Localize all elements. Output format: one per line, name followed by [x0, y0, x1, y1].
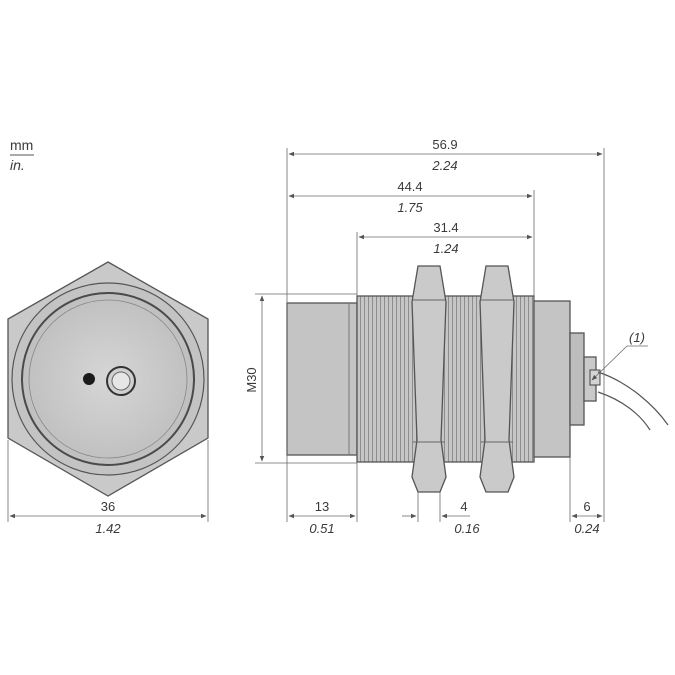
led-indicator-dot [83, 373, 95, 385]
unit-in-label: in. [10, 157, 25, 173]
units-legend: mm in. [10, 137, 34, 173]
cable-upper-edge [597, 371, 669, 426]
unit-mm-label: mm [10, 137, 33, 153]
rear-body [533, 300, 571, 458]
across-flats-mm: 36 [101, 499, 115, 514]
body-length-in: 1.75 [397, 200, 423, 215]
cable-lower-edge [597, 391, 651, 431]
thread-length-mm: 31.4 [433, 220, 458, 235]
overall-length-mm: 56.9 [432, 137, 457, 152]
note-callout-label: (1) [629, 330, 645, 345]
body-length-mm: 44.4 [397, 179, 422, 194]
across-flats-in: 1.42 [95, 521, 121, 536]
thread-length-in: 1.24 [433, 241, 458, 256]
thread-size-label: M30 [244, 367, 259, 392]
sensing-face-mm: 13 [315, 499, 329, 514]
cable-exit-mm: 6 [583, 499, 590, 514]
cable-exit-in: 0.24 [574, 521, 599, 536]
front-view: 36 1.42 [7, 261, 209, 536]
potentiometer-center [111, 371, 131, 391]
sensing-face-in: 0.51 [309, 521, 334, 536]
side-view: M30 56.9 2.24 44.4 1.75 31.4 1.24 13 0.5… [244, 137, 669, 536]
cable-exit-body [569, 332, 585, 426]
sensing-face-cap [286, 302, 358, 456]
callout-leader-line [591, 345, 628, 381]
sensing-face-inner-ring [28, 299, 188, 459]
lock-nut-rear [479, 265, 515, 493]
overall-length-in: 2.24 [431, 158, 457, 173]
nut-thickness-in: 0.16 [454, 521, 480, 536]
nut-thickness-mm: 4 [460, 499, 467, 514]
